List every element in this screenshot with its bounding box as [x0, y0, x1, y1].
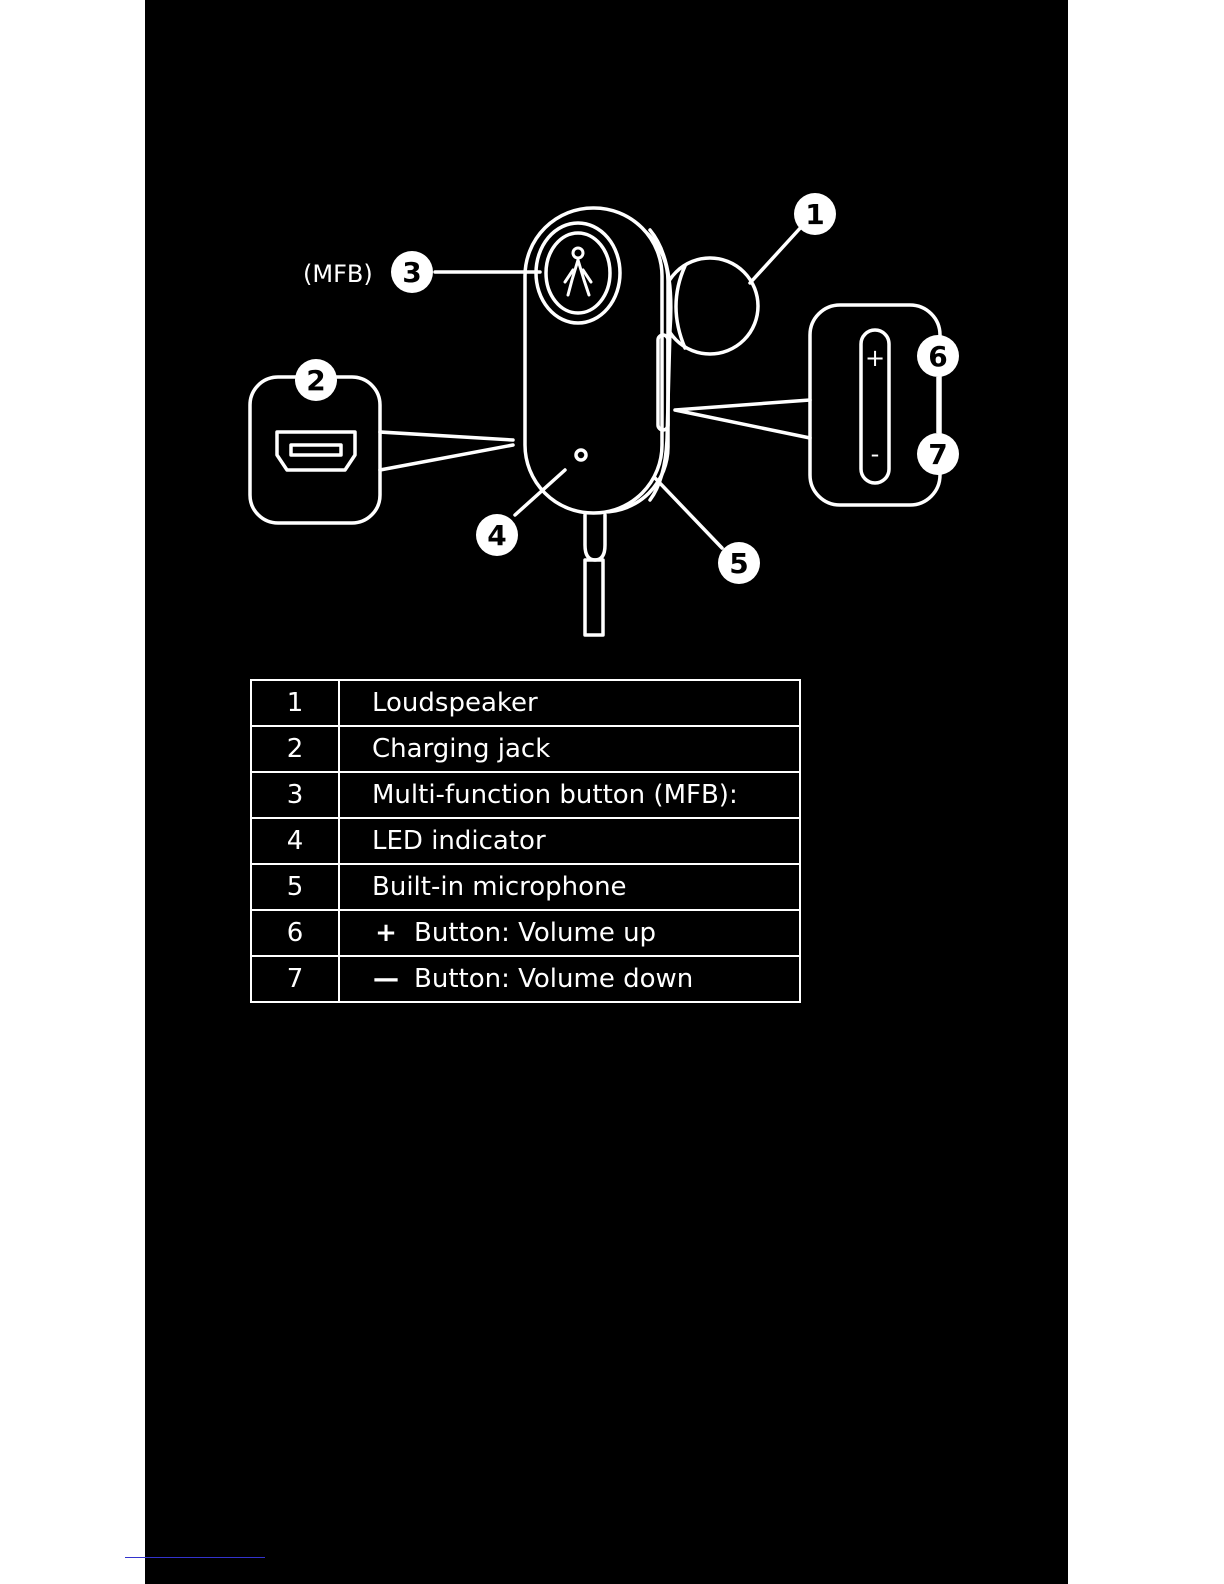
callout-2: 2: [295, 359, 337, 401]
row-label: Charging jack: [339, 726, 800, 772]
row-number: 3: [251, 772, 339, 818]
row-label-text: Loudspeaker: [372, 688, 538, 718]
callout-5: 5: [718, 542, 760, 584]
minus-icon: —: [372, 957, 400, 1001]
parts-table: 1 Loudspeaker 2 Charging jack 3 Multi-fu…: [250, 679, 801, 1003]
volume-plus-glyph: +: [865, 344, 885, 372]
leader-line-5: [655, 478, 722, 548]
row-label: LED indicator: [339, 818, 800, 864]
table-row: 4 LED indicator: [251, 818, 800, 864]
cable: [585, 515, 605, 635]
callout-7: 7: [917, 433, 959, 475]
row-number: 1: [251, 680, 339, 726]
callout-3: 3: [391, 251, 433, 293]
row-label-text: Charging jack: [372, 734, 550, 764]
row-label-text: Button: Volume up: [414, 918, 656, 948]
table-row: 1 Loudspeaker: [251, 680, 800, 726]
headset-body: [525, 208, 671, 513]
svg-text:1: 1: [805, 198, 824, 231]
svg-text:4: 4: [487, 519, 506, 552]
table-row: 3 Multi-function button (MFB):: [251, 772, 800, 818]
leader-line-1: [750, 225, 803, 283]
svg-text:2: 2: [306, 364, 325, 397]
row-label: + Button: Volume up: [339, 910, 800, 956]
row-label-text: Built-in microphone: [372, 872, 627, 902]
svg-text:6: 6: [928, 340, 947, 373]
row-label: Multi-function button (MFB):: [339, 772, 800, 818]
charging-jack-inset: [250, 377, 513, 523]
row-number: 6: [251, 910, 339, 956]
row-number: 2: [251, 726, 339, 772]
row-number: 5: [251, 864, 339, 910]
callout-4: 4: [476, 514, 518, 556]
row-label: Loudspeaker: [339, 680, 800, 726]
row-number: 7: [251, 956, 339, 1002]
row-number: 4: [251, 818, 339, 864]
table-row: 2 Charging jack: [251, 726, 800, 772]
table-row: 5 Built-in microphone: [251, 864, 800, 910]
volume-minus-glyph: -: [871, 440, 880, 468]
mfb-label: (MFB): [303, 260, 373, 288]
row-label: — Button: Volume down: [339, 956, 800, 1002]
manual-page: + - (MFB) 1 2 3 4 5 6 7: [145, 0, 1068, 1584]
footer-link-underline: [125, 1557, 265, 1558]
row-label: Built-in microphone: [339, 864, 800, 910]
svg-text:7: 7: [928, 438, 947, 471]
row-label-text: LED indicator: [372, 826, 546, 856]
headset-diagram: + - (MFB) 1 2 3 4 5 6 7: [145, 0, 1068, 660]
callout-1: 1: [794, 193, 836, 235]
plus-icon: +: [372, 911, 400, 955]
callout-6: 6: [917, 335, 959, 377]
row-label-text: Button: Volume down: [414, 964, 693, 994]
table-row: 7 — Button: Volume down: [251, 956, 800, 1002]
svg-text:3: 3: [402, 256, 421, 289]
loudspeaker-eartip: [662, 258, 758, 354]
row-label-text: Multi-function button (MFB):: [372, 780, 738, 810]
table-row: 6 + Button: Volume up: [251, 910, 800, 956]
svg-text:5: 5: [729, 547, 748, 580]
